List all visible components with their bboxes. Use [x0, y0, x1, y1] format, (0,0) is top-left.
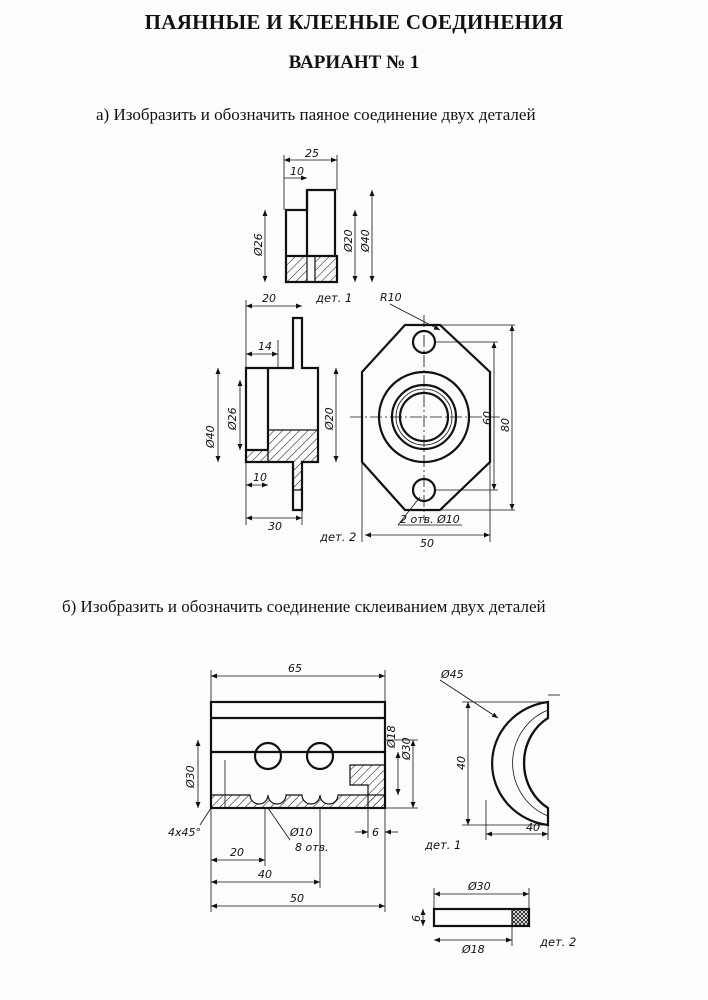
dim-a2-50: 50 [420, 537, 434, 550]
dim-a2-60: 60 [481, 411, 494, 425]
dim-b1-dia30b: Ø30 [400, 737, 413, 761]
dim-a1-10: 10 [290, 165, 304, 178]
task-b-part2-drawing [420, 888, 531, 946]
label-a-part1: дет. 1 [315, 291, 352, 305]
dim-b1-dia10: Ø10 [289, 826, 313, 839]
task-a-part2-side-drawing [215, 300, 339, 525]
dim-b1-chamfer: 4х45° [168, 826, 201, 839]
dim-b1-holes: 8 отв. [295, 841, 329, 854]
variant-title: ВАРИАНТ № 1 [288, 52, 420, 73]
dim-a2-10: 10 [253, 471, 267, 484]
task-a-part2-top-drawing [350, 303, 515, 542]
dim-a2-dia20: Ø20 [323, 407, 336, 431]
label-b-part2: дет. 2 [539, 935, 576, 949]
dim-a2-dia40: Ø40 [204, 425, 217, 449]
dim-b1-50: 50 [290, 892, 304, 905]
dim-a2-14: 14 [258, 340, 272, 353]
task-b-heading: б) Изобразить и обозначить соединение ск… [62, 597, 546, 616]
label-b-part1: дет. 1 [424, 838, 461, 852]
dim-b1-65: 65 [288, 662, 302, 675]
dim-a1-dia20: Ø20 [342, 229, 355, 253]
dim-b2-6: 6 [410, 915, 423, 922]
task-b-part1-front-drawing [195, 670, 418, 912]
dim-b2-dia18: Ø18 [461, 943, 485, 956]
task-a-part1-drawing [262, 155, 375, 284]
task-a-heading: а) Изобразить и обозначить паяное соедин… [96, 105, 536, 124]
task-b-part1-side-drawing [439, 679, 560, 840]
dim-a2-holes: 2 отв. Ø10 [400, 513, 460, 526]
dim-a1-dia26: Ø26 [252, 233, 265, 257]
label-a-part2: дет. 2 [319, 530, 356, 544]
dim-a2-r10: R10 [380, 291, 402, 304]
dim-a2-30: 30 [268, 520, 282, 533]
dim-b1-40: 40 [258, 868, 272, 881]
dim-a2-20: 20 [262, 292, 276, 305]
dim-a2-dia26: Ø26 [226, 407, 239, 431]
dim-b1-dia30: Ø30 [184, 765, 197, 789]
dim-a1-dia40: Ø40 [359, 229, 372, 253]
dim-b1-dia45: Ø45 [440, 668, 464, 681]
dim-b1-40-horiz: 40 [526, 821, 540, 834]
dim-b1-6: 6 [372, 826, 379, 839]
dim-a1-25: 25 [305, 147, 319, 160]
dim-b1-20: 20 [230, 846, 244, 859]
dim-a2-80: 80 [499, 418, 512, 432]
page-title: ПАЯННЫЕ И КЛЕЕНЫЕ СОЕДИНЕНИЯ [144, 10, 564, 34]
dim-b1-dia18: Ø18 [385, 725, 398, 749]
dim-b2-dia30: Ø30 [467, 880, 491, 893]
dim-b1-40-vert: 40 [455, 756, 468, 770]
